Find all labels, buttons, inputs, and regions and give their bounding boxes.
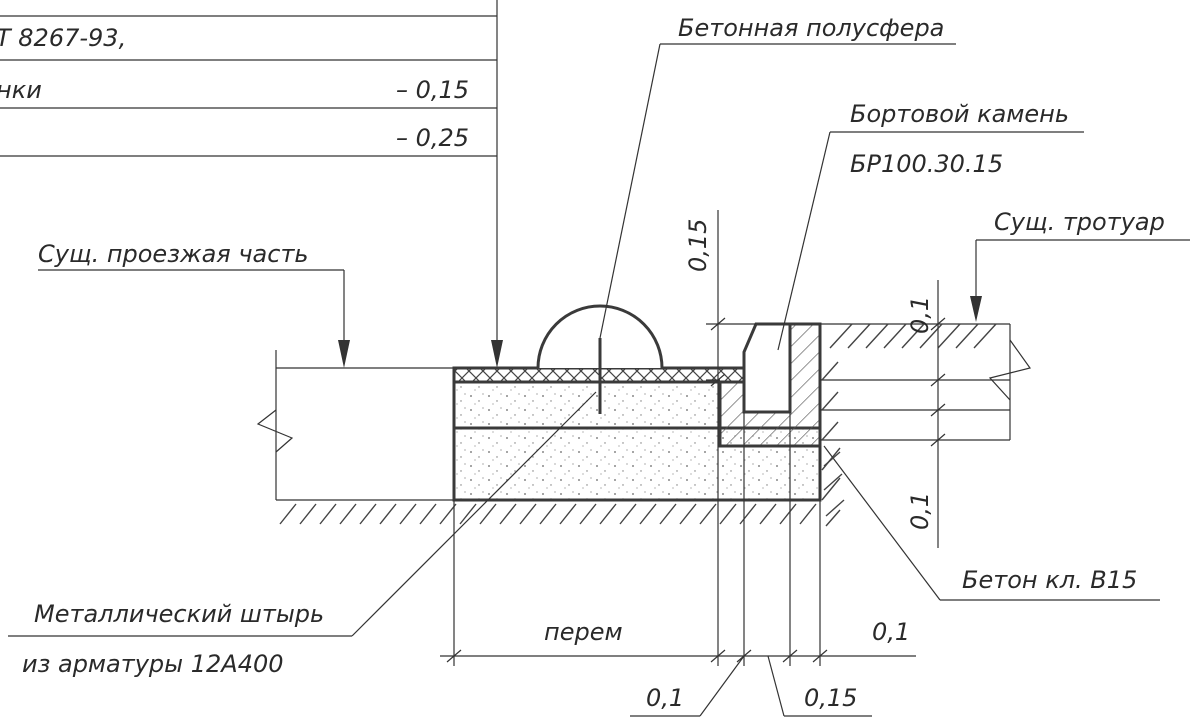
table-row1-text: Т 8267-93, (0, 24, 126, 52)
metal-pin-leader: Металлический штырь из арматуры 12А400 (8, 391, 597, 678)
concrete-foundation-hatch (823, 451, 845, 517)
roadway-leader: Сущ. проезжая часть (38, 240, 350, 368)
hemisphere-leader: Бетонная полусфера (599, 14, 956, 339)
dim-bottom-015: 0,15 (804, 684, 857, 712)
table-row3-value: – 0,25 (396, 124, 469, 152)
table-row2-label: нки (0, 76, 42, 104)
dim-bottom-01-right: 0,1 (872, 618, 910, 646)
table-leader-arrow (491, 156, 503, 368)
curb-stone-label: Бортовой камень (850, 100, 1069, 128)
existing-roadway-label: Сущ. проезжая часть (38, 240, 309, 268)
curb-stone (742, 322, 792, 414)
existing-sidewalk (820, 323, 1032, 441)
concrete-class-leader: Бетон кл. B15 (823, 445, 1160, 601)
dim-right-01-bottom: 0,1 (906, 492, 934, 530)
pavement-structure (452, 322, 822, 502)
dim-right-01-top: 0,1 (906, 296, 934, 334)
metal-pin-label-2: из арматуры 12А400 (22, 650, 284, 678)
curb-leader: Бортовой камень БР100.30.15 (777, 100, 1084, 351)
existing-sidewalk-label: Сущ. тротуар (994, 208, 1165, 236)
sidewalk-leader: Сущ. тротуар (970, 208, 1190, 322)
spec-table: Т 8267-93, нки – 0,15 – 0,25 (0, 0, 498, 157)
existing-roadway (256, 350, 454, 501)
concrete-hemisphere-label: Бетонная полусфера (678, 14, 944, 42)
dim-bottom-01-left: 0,1 (646, 684, 684, 712)
dim-vertical-015: 0,15 (684, 219, 712, 272)
concrete-class-label: Бетон кл. B15 (962, 566, 1137, 594)
ground-hatch (279, 503, 817, 525)
curb-stone-mark: БР100.30.15 (850, 150, 1003, 178)
dimension-lines: 0,15 0,1 0,1 перем 0,1 0,1 0,15 (440, 210, 946, 717)
concrete-base-layer (452, 380, 722, 430)
table-row2-value: – 0,15 (396, 76, 469, 104)
metal-pin-label-1: Металлический штырь (34, 600, 324, 628)
dim-bottom-var: перем (544, 618, 623, 646)
